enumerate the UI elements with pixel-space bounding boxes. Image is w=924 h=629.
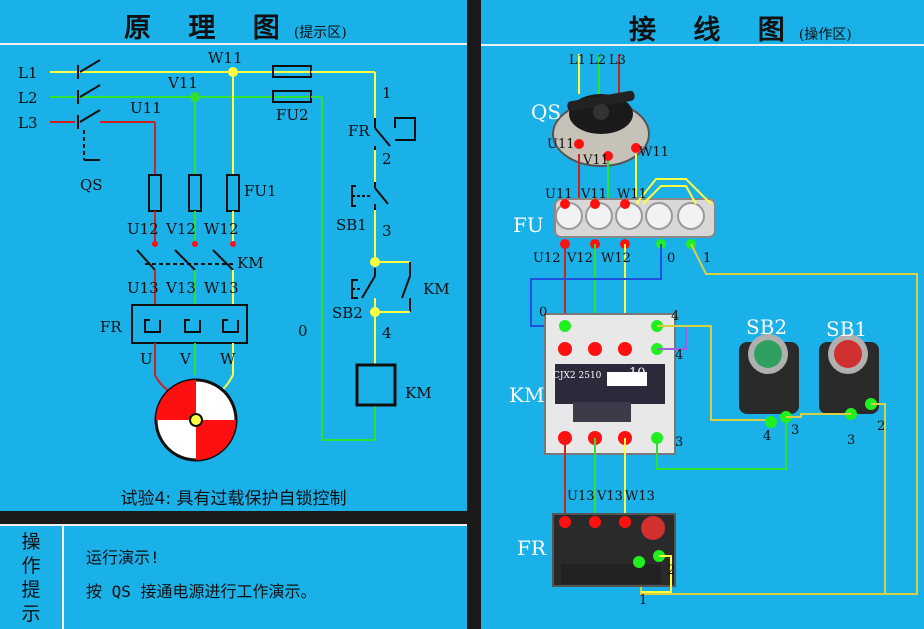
label-QS: QS	[80, 176, 103, 194]
tip-line-1: 运行演示!	[86, 548, 160, 567]
label-L2: L2	[18, 89, 38, 107]
schematic-panel: 原 理 图(提示区)	[0, 0, 467, 511]
label-L3: L3	[18, 114, 38, 132]
label-U13: U13	[127, 279, 159, 297]
label-W11: W11	[208, 49, 243, 67]
wire-label-sb1-3: 3	[847, 433, 855, 448]
wire-label-fr-2: 2	[667, 563, 675, 578]
wire-label-U11: U11	[547, 137, 575, 152]
label-W: W	[220, 350, 236, 368]
label-node-4: 4	[382, 324, 392, 342]
component-label-FU: FU	[513, 213, 544, 237]
sb2-start-button[interactable]	[739, 334, 799, 414]
label-node-1: 1	[382, 84, 392, 102]
experiment-caption: 试验4: 具有过载保护自锁控制	[120, 489, 347, 509]
wire-label-fr-1: 1	[639, 593, 647, 608]
label-W12: W12	[204, 220, 239, 238]
label-SB2: SB2	[332, 304, 363, 322]
label-FU2: FU2	[276, 106, 309, 124]
wiring-panel: 接 线 图(操作区)	[481, 0, 924, 629]
wire-label-1: 1	[703, 251, 711, 266]
component-label-KM: KM	[509, 383, 544, 407]
label-U11: U11	[130, 99, 162, 117]
wire-label-U11-fu: U11	[545, 187, 573, 202]
wiring-title-text: 接 线 图	[629, 15, 799, 46]
fuse-block[interactable]	[554, 198, 716, 238]
schematic-title: 原 理 图(提示区)	[124, 6, 347, 45]
wire-label-sb2-4: 4	[763, 429, 771, 444]
label-FU1: FU1	[244, 182, 277, 200]
wire-label-V11-fu: V11	[580, 187, 607, 202]
km-model: CJX2 2510	[553, 371, 602, 381]
tips-top-line	[0, 524, 467, 526]
title-divider-right	[481, 44, 924, 46]
label-node-0: 0	[298, 322, 308, 340]
tips-panel: 操 作 提 示 运行演示! 按 QS 接通电源进行工作演示。	[0, 524, 467, 629]
component-label-QS: QS	[531, 100, 561, 124]
wire-label-sb2-3: 3	[791, 423, 799, 438]
km-contactor[interactable]	[544, 313, 676, 455]
wire-label-U13: U13	[567, 489, 595, 504]
wire-label-t4a: 4	[671, 309, 679, 324]
wiring-diagram[interactable]: L1 L2 L3 U11 V11 W11 U11 V11 W11 U12 V12…	[481, 44, 924, 629]
qs-switch[interactable]	[552, 90, 650, 167]
wire-label-W11-fu: W11	[617, 187, 647, 202]
label-L1: L1	[18, 64, 38, 82]
km-number: 10	[629, 366, 646, 381]
schematic-subtitle: (提示区)	[293, 25, 347, 41]
wire-label-t4b: 4	[675, 348, 683, 363]
tips-label: 操 作 提 示	[0, 524, 64, 629]
label-W13: W13	[204, 279, 239, 297]
wire-label-L3: L3	[609, 53, 626, 68]
label-U: U	[140, 350, 153, 368]
label-V12: V12	[165, 220, 196, 238]
wire-label-t3: 3	[675, 435, 683, 450]
tip-line-2: 按 QS 接通电源进行工作演示。	[86, 582, 317, 601]
wire-label-W13: W13	[625, 489, 655, 504]
wire-label-t0: 0	[539, 305, 547, 320]
tips-label-char: 示	[21, 603, 41, 625]
label-V11: V11	[167, 74, 198, 92]
fr-relay[interactable]	[552, 513, 676, 587]
wire-label-sb1-2: 2	[877, 419, 885, 434]
label-KM-main: KM	[237, 254, 264, 272]
tips-label-char: 作	[21, 555, 41, 577]
component-label-FR: FR	[517, 536, 547, 560]
wire-label-V13: V13	[596, 489, 623, 504]
label-V: V	[179, 350, 192, 368]
component-label-SB1: SB1	[826, 317, 867, 341]
sb1-stop-button[interactable]	[819, 334, 879, 414]
label-V13: V13	[165, 279, 196, 297]
tips-label-char: 提	[21, 579, 41, 601]
label-KM-coil: KM	[405, 384, 432, 402]
component-label-SB2: SB2	[746, 315, 787, 339]
schematic-title-text: 原 理 图	[124, 13, 294, 44]
tips-label-char: 操	[21, 531, 41, 553]
schematic-diagram: L1 L2 L3 W11 V11 U11 QS FU1 FU2 U12 V12 …	[18, 49, 450, 462]
wire-label-L2: L2	[589, 53, 606, 68]
label-node-3: 3	[382, 222, 392, 240]
wiring-title: 接 线 图(操作区)	[629, 8, 852, 47]
wire-label-W12: W12	[601, 251, 631, 266]
label-SB1: SB1	[336, 216, 367, 234]
wire-label-L1: L1	[569, 53, 586, 68]
wire-label-0: 0	[667, 251, 675, 266]
title-divider	[0, 43, 467, 45]
label-U12: U12	[127, 220, 159, 238]
wire-label-U12: U12	[533, 251, 561, 266]
label-FR-contact: FR	[348, 122, 370, 140]
wire-label-W11: W11	[639, 145, 669, 160]
label-FR: FR	[100, 318, 122, 336]
label-KM-aux: KM	[423, 280, 450, 298]
wiring-subtitle: (操作区)	[798, 27, 852, 43]
label-node-2: 2	[382, 150, 392, 168]
wire-label-V12: V12	[566, 251, 593, 266]
wire-label-V11: V11	[582, 153, 609, 168]
